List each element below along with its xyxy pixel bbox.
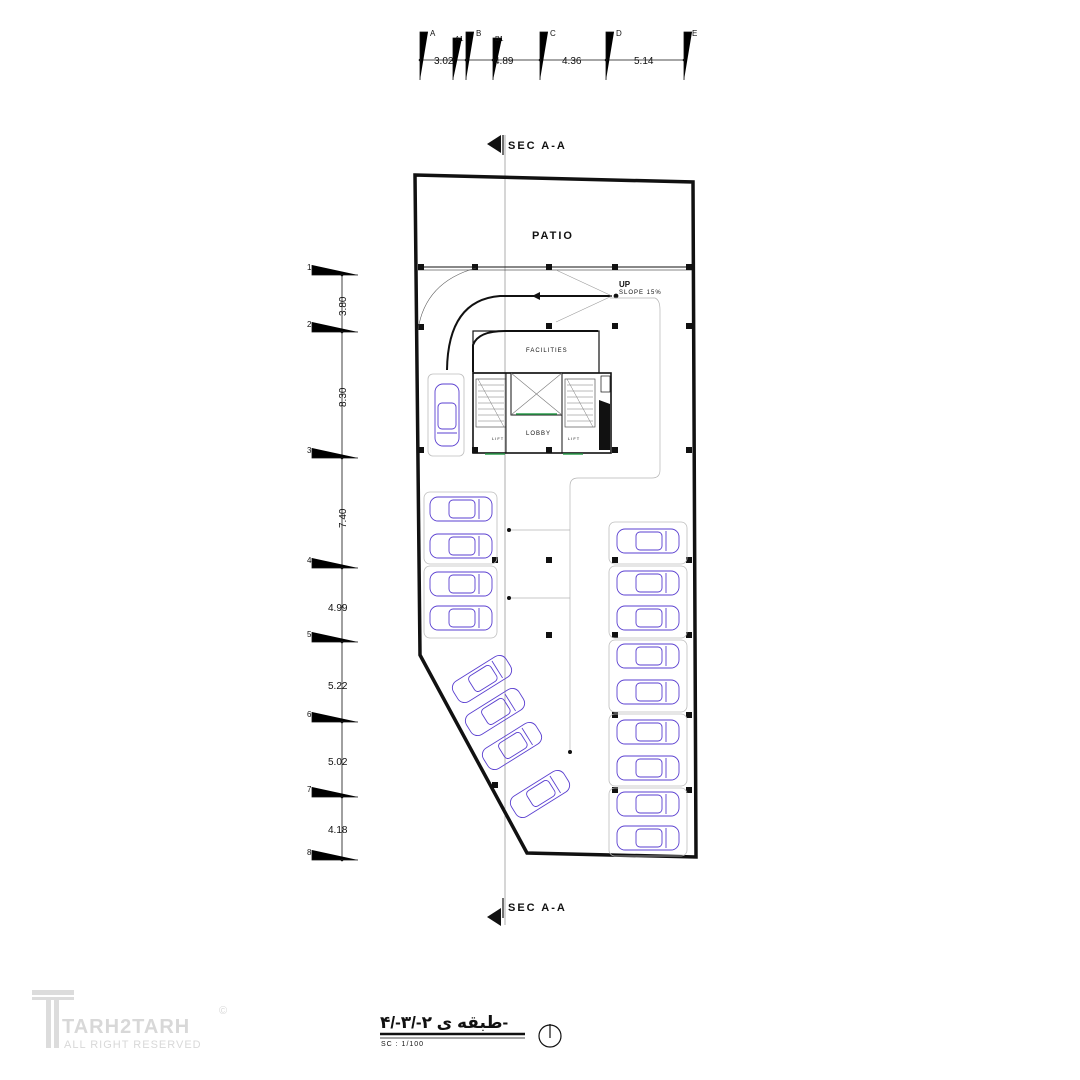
- watermark-copyright: ©: [219, 1005, 228, 1017]
- car-left-1: [429, 496, 493, 522]
- grid-label-3: 3: [307, 446, 312, 455]
- grid-label-1: 1: [307, 263, 312, 272]
- car-right-4: [616, 643, 680, 669]
- aisle-points: [507, 528, 572, 754]
- grid-label-d: D: [616, 29, 622, 38]
- building-core: FACILITIES LOBBY LIFT LIFT: [472, 330, 612, 455]
- top-span-1: 3.02: [434, 56, 454, 67]
- left-span-2: 8.30: [338, 387, 349, 407]
- left-span-5: 5.22: [328, 681, 348, 692]
- watermark-logo: TARH2TARH © ALL RIGHT RESERVED: [32, 990, 228, 1051]
- car-angled-1: [451, 654, 513, 704]
- building-outline: PATIO: [413, 173, 698, 859]
- grid-label-c: C: [550, 29, 556, 38]
- grid-label-b1: B1: [495, 36, 504, 43]
- lift-right-label: LIFT: [568, 436, 580, 441]
- left-span-3: 7.40: [338, 508, 349, 528]
- car-angled-4: [509, 769, 571, 819]
- top-span-3: 4.36: [562, 56, 582, 67]
- grid-label-e: E: [692, 29, 697, 38]
- lift-left-label: LIFT: [492, 436, 504, 441]
- left-span-7: 4.18: [328, 825, 348, 836]
- scale-label: SC : 1/100: [381, 1041, 424, 1048]
- car-right-9: [616, 825, 680, 851]
- left-span-6: 5.02: [328, 757, 348, 768]
- car-right-8: [616, 791, 680, 817]
- floor-title: طبقه ی ۲-/۳-/۴-: [380, 1013, 508, 1032]
- car-right-5: [616, 679, 680, 705]
- section-label-bottom: SEC A-A: [508, 902, 567, 914]
- grid-label-b: B: [476, 29, 481, 38]
- top-span-4: 5.14: [634, 56, 654, 67]
- facilities-label: FACILITIES: [526, 348, 568, 354]
- left-dimension-chain: 1 2 3 4 5 6 7 8 3.80 8.30 7.40 4.99 5.22…: [307, 263, 358, 862]
- car-angled-2: [464, 687, 526, 737]
- parked-cars: [429, 383, 680, 851]
- grid-label-a1: A1: [455, 36, 464, 43]
- car-left-3: [429, 571, 493, 597]
- car-left-4: [429, 605, 493, 631]
- grid-label-7: 7: [307, 785, 312, 794]
- entry-ramp: UP SLOPE 15%: [417, 267, 662, 372]
- grid-label-2: 2: [307, 320, 312, 329]
- parking-bays: [423, 373, 688, 857]
- car-left-top: [434, 383, 460, 447]
- title-block: طبقه ی ۲-/۳-/۴- SC : 1/100: [380, 1013, 562, 1048]
- top-dimension-chain: A A1 B B1 C D E 3.02 4.89 4.36 5.14: [418, 29, 697, 80]
- grid-label-a: A: [430, 29, 436, 38]
- ramp-arrow: [532, 292, 540, 300]
- grid-label-8: 8: [307, 848, 312, 857]
- lobby-label: LOBBY: [526, 431, 551, 437]
- structural-columns: [418, 264, 692, 793]
- ramp-slope-label: SLOPE 15%: [619, 290, 662, 296]
- car-right-7: [616, 755, 680, 781]
- section-arrow-bottom: [487, 908, 501, 926]
- watermark-rights: ALL RIGHT RESERVED: [64, 1039, 202, 1051]
- grid-label-6: 6: [307, 710, 312, 719]
- watermark-brand: TARH2TARH: [62, 1016, 190, 1038]
- car-right-6: [616, 719, 680, 745]
- car-angled-3: [481, 721, 543, 771]
- section-label-top: SEC A-A: [508, 140, 567, 152]
- logo-mark-icon: [32, 990, 74, 1048]
- car-right-1: [616, 528, 680, 554]
- section-arrow-top: [487, 135, 501, 153]
- car-right-3: [616, 605, 680, 631]
- drive-aisle: [509, 297, 661, 752]
- grid-label-4: 4: [307, 556, 312, 565]
- car-left-2: [429, 533, 493, 559]
- left-span-4: 4.99: [328, 603, 348, 614]
- left-span-1: 3.80: [338, 296, 349, 316]
- top-span-2: 4.89: [494, 56, 514, 67]
- grid-label-5: 5: [307, 630, 312, 639]
- car-right-2: [616, 570, 680, 596]
- patio-label: PATIO: [532, 230, 574, 242]
- ramp-up-label: UP: [619, 280, 631, 289]
- section-cut-line: SEC A-A SEC A-A: [487, 135, 567, 926]
